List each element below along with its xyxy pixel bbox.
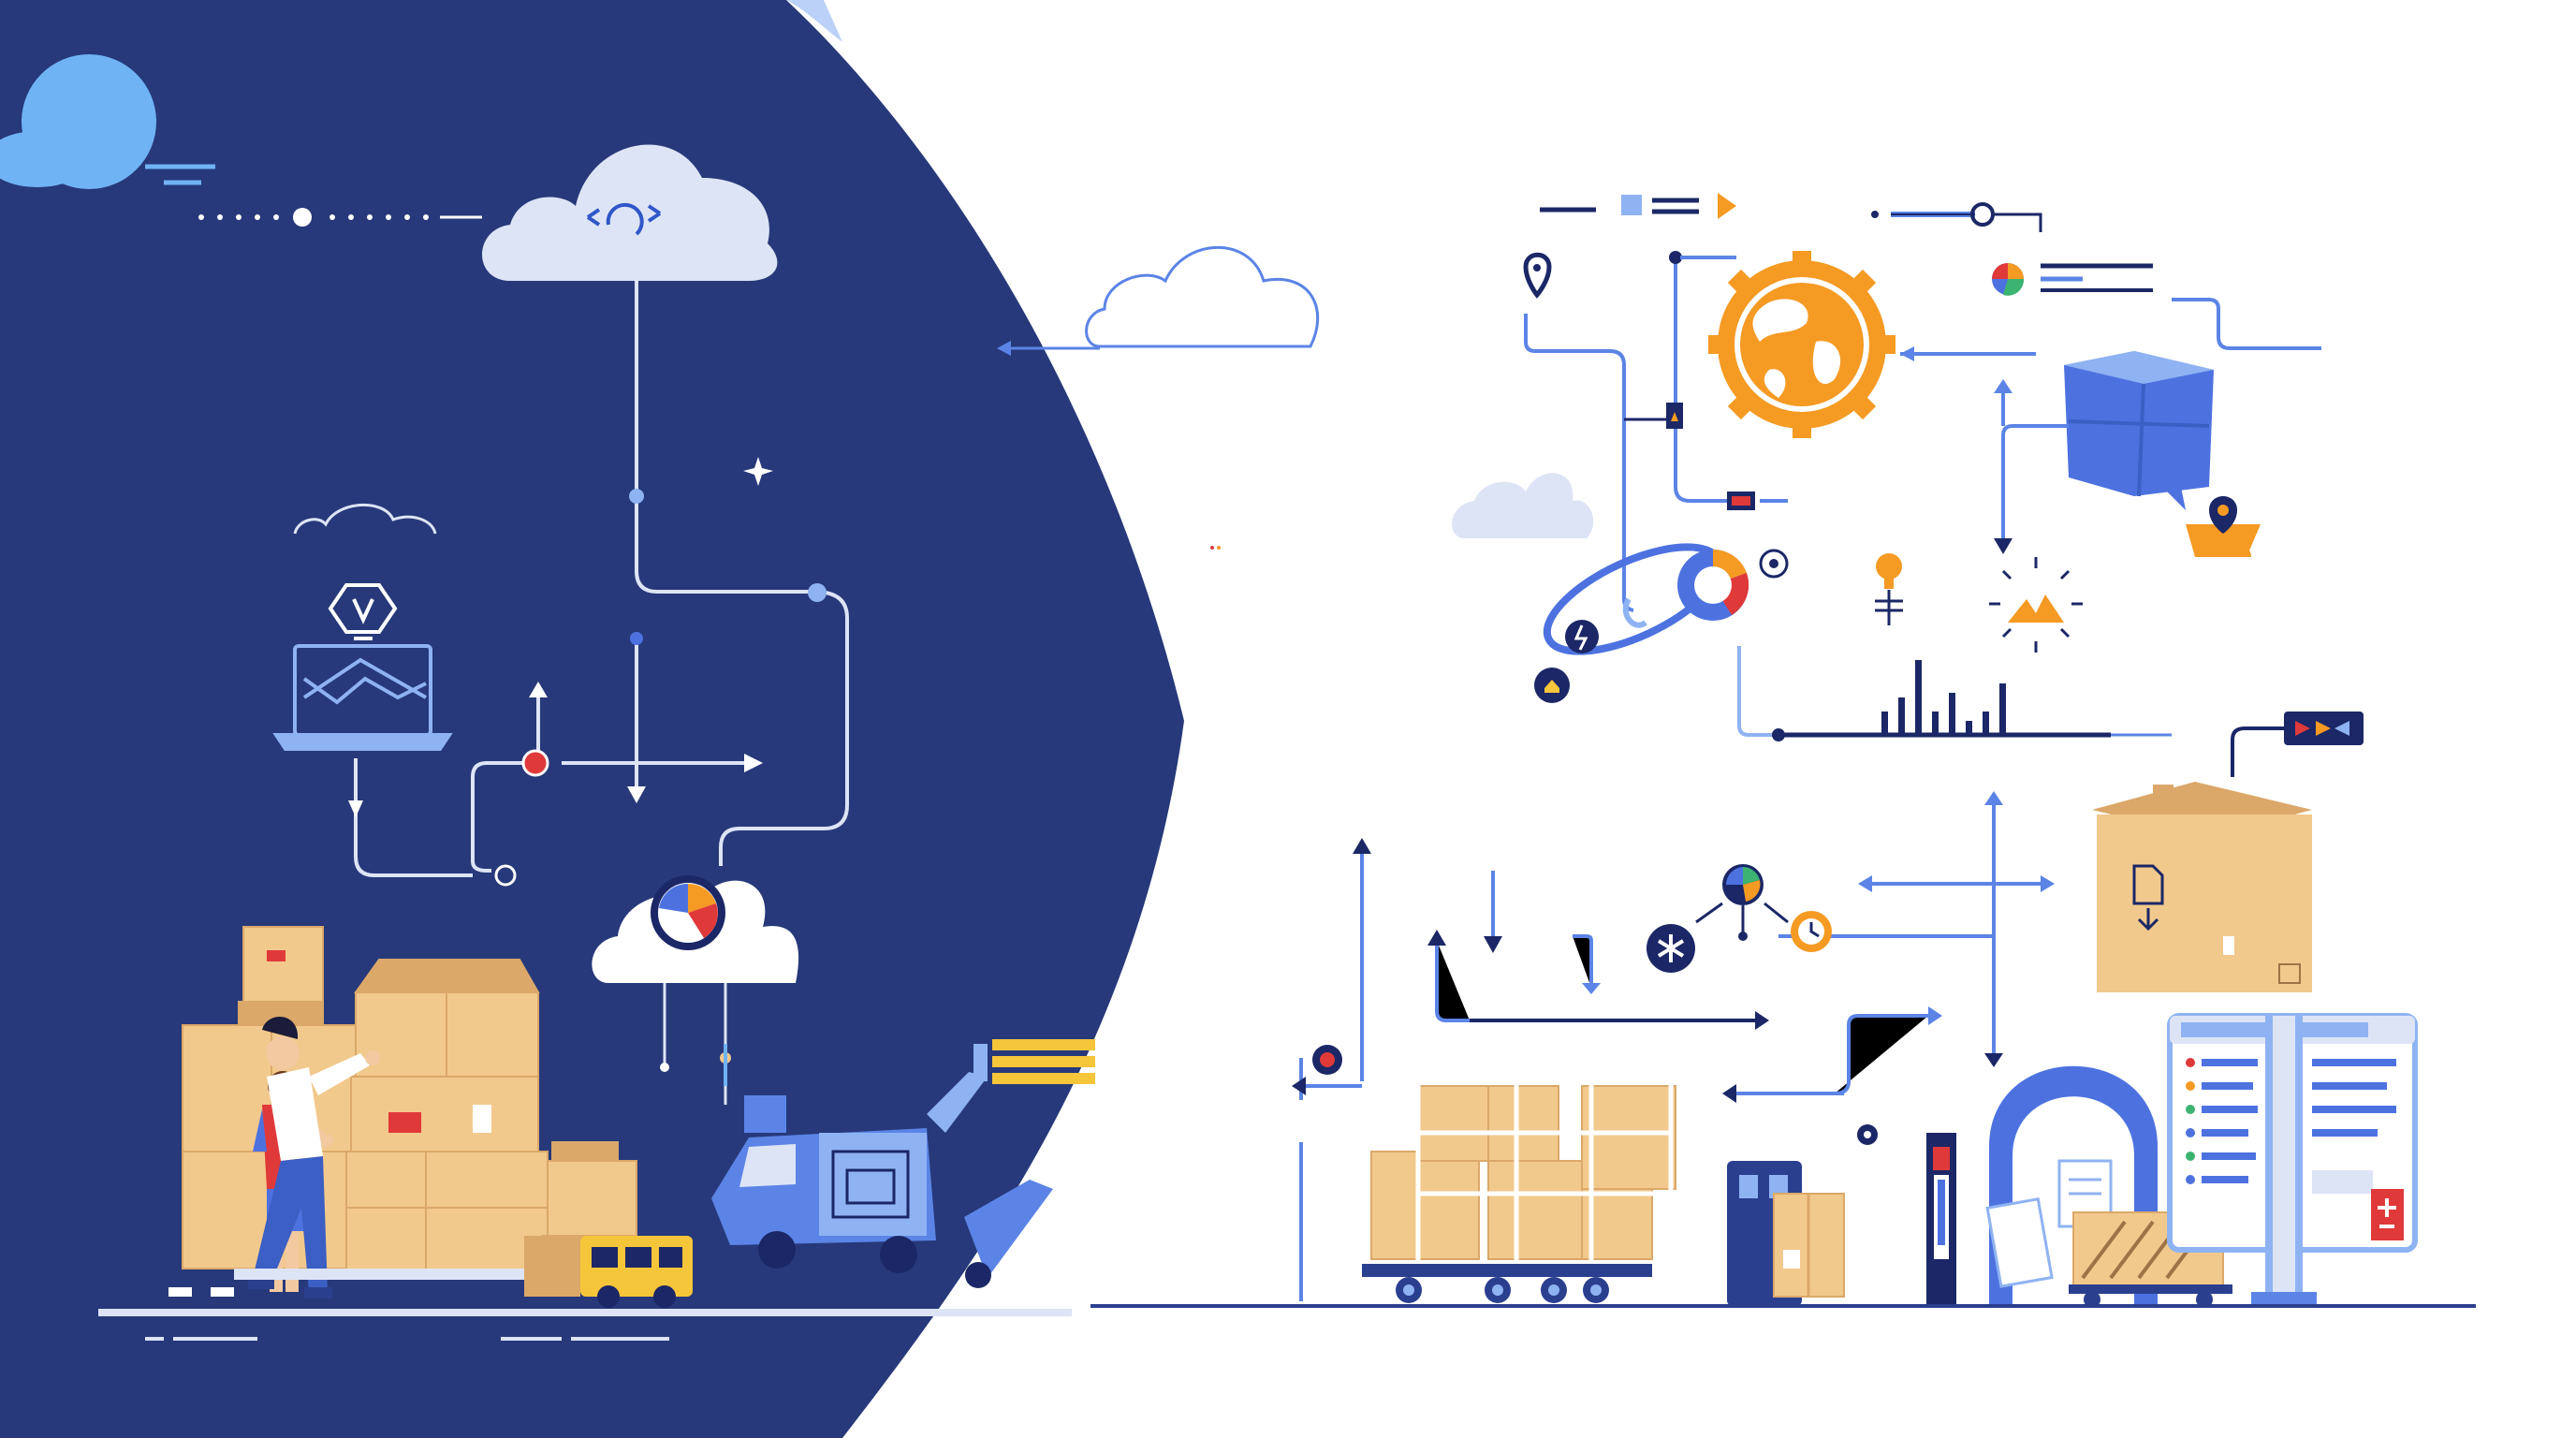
pie-chart-icon (1992, 263, 2153, 296)
at-sign-icon (1759, 549, 1789, 579)
cart-base (234, 1269, 552, 1280)
cloud-icon (1452, 473, 1594, 538)
outline-cloud-icon (1085, 245, 1320, 348)
network-line (1674, 257, 1727, 503)
laptop-icon (272, 644, 453, 751)
legend-strip (1540, 193, 1736, 219)
worker-person-main (248, 1017, 380, 1299)
package-box-icon (2092, 782, 2312, 992)
arrow-left-icon (1900, 346, 1914, 361)
direction-arrows (1299, 805, 2045, 1301)
scanner-icon (1727, 1161, 1845, 1306)
location-pin-icon (1523, 252, 1552, 299)
cloud-icon (482, 144, 778, 281)
arrow-down-icon (348, 800, 363, 817)
barcode-pillar-icon (1926, 1133, 1956, 1306)
connector-dot (630, 632, 643, 645)
pie-chart-icon (651, 875, 725, 950)
arrow-down-icon (627, 786, 646, 803)
orbit-analytics-icon (1543, 543, 1749, 655)
sparkle-icon (743, 457, 773, 486)
autonomous-truck-icon (711, 1072, 1053, 1288)
arrow-left-icon (997, 341, 1011, 356)
media-tag-icon (2231, 712, 2364, 777)
mailbox-icon (1985, 1065, 2158, 1306)
outline-cloud-icon (293, 503, 437, 535)
lightbulb-icon (328, 583, 398, 640)
cube-stack-icon (2064, 351, 2214, 510)
alert-dot (521, 749, 549, 777)
dotted-connector (198, 208, 482, 227)
location-pin-icon (2186, 496, 2261, 557)
connector-dot (808, 583, 827, 602)
lightbulb-icon (1875, 553, 1903, 625)
timer-gear-icon (1791, 911, 1832, 952)
delivery-truck-icon (524, 1236, 693, 1308)
arrow-heads (1292, 791, 2055, 1103)
connector-dot (1669, 251, 1682, 264)
arrow-up-icon (529, 682, 548, 697)
arrow-up-icon (1994, 379, 2012, 393)
arrow-down-icon (1994, 538, 2012, 554)
yellow-bar-stack-icon (973, 1039, 1095, 1084)
link-node (494, 864, 517, 887)
pallet-cart-icon (1362, 1078, 1676, 1303)
arrow-right-icon (744, 754, 763, 772)
globe-icon (1708, 251, 1895, 438)
sky-cloud-icon (0, 54, 215, 189)
ground-line (98, 1309, 1072, 1341)
sync-icon (586, 202, 662, 236)
dashboard-kiosk-icon (2167, 1013, 2418, 1306)
bar-chart-icon (1737, 646, 2172, 741)
mountain-chart-icon (1989, 557, 2083, 653)
gear-slider-icon (1871, 202, 2042, 232)
pie-chart-icon (1695, 864, 1789, 941)
connector-dot (629, 489, 644, 504)
